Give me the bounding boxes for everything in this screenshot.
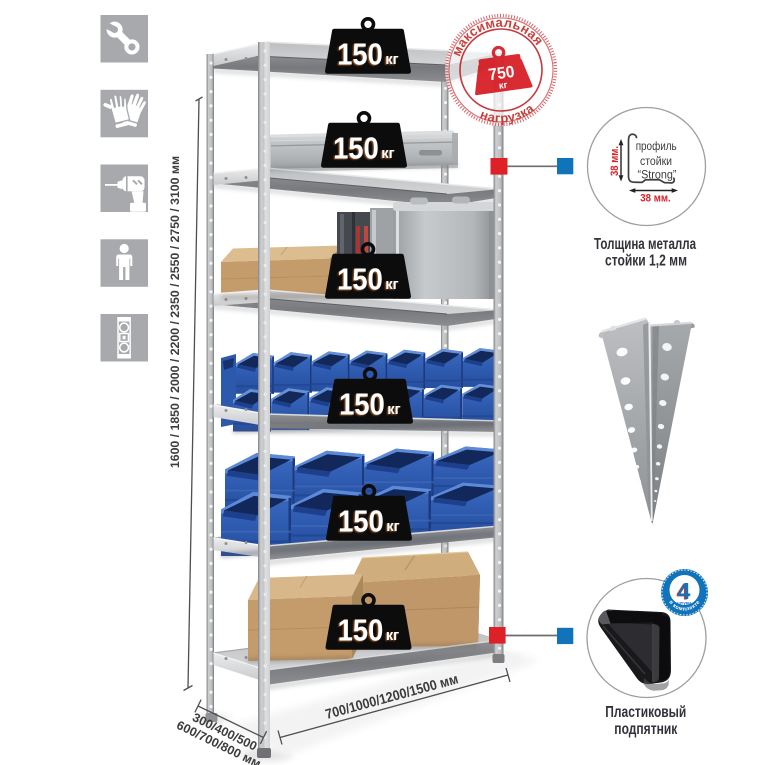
svg-text:1600 / 1850 / 2000 / 2200 / 23: 1600 / 1850 / 2000 / 2200 / 2350 / 2550 … <box>168 156 182 468</box>
svg-text:“Strong”: “Strong” <box>638 167 677 181</box>
svg-text:Пластиковый: Пластиковый <box>605 704 686 721</box>
svg-text:штуки: штуки <box>677 601 691 606</box>
svg-text:38 мм.: 38 мм. <box>609 146 621 176</box>
svg-text:Толщина металла: Толщина металла <box>594 236 696 253</box>
svg-text:4: 4 <box>678 578 691 604</box>
svg-text:750: 750 <box>487 63 515 84</box>
svg-text:стойки 1,2 мм: стойки 1,2 мм <box>605 253 687 270</box>
svg-text:38 мм.: 38 мм. <box>640 193 671 205</box>
svg-text:подпятник: подпятник <box>614 721 678 738</box>
svg-text:4: 4 <box>676 579 689 605</box>
svg-text:профиль: профиль <box>636 139 677 153</box>
svg-text:стойки: стойки <box>640 154 672 168</box>
svg-text:кг: кг <box>498 80 508 92</box>
